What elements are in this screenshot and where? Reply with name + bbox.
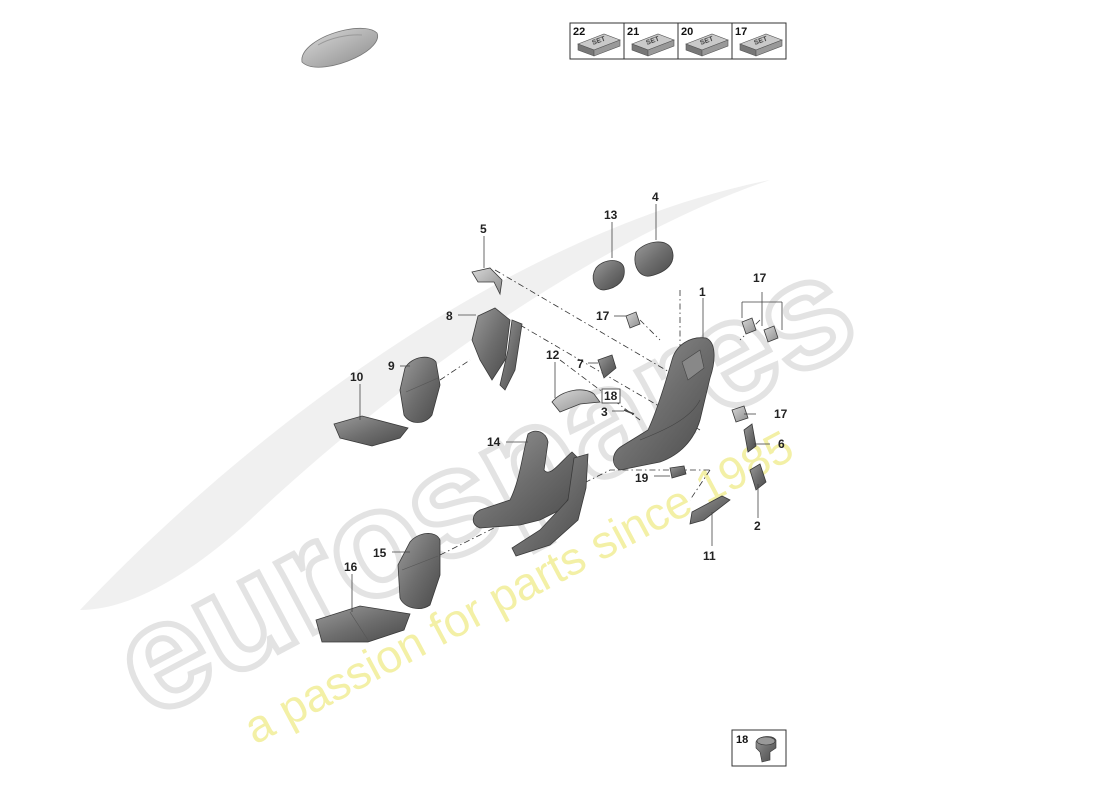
set-label: SET <box>753 35 769 46</box>
detail-number: 18 <box>736 734 748 746</box>
callout-2[interactable]: 2 <box>754 519 761 533</box>
callout-17-left[interactable]: 17 <box>596 309 610 323</box>
set-label: SET <box>591 35 607 46</box>
headrest-cover-4[interactable] <box>634 241 674 277</box>
kit-item-21[interactable]: 21 SET <box>627 26 675 57</box>
part-19[interactable] <box>669 465 687 479</box>
backrest-cushion-9[interactable] <box>399 356 441 423</box>
callout-4[interactable]: 4 <box>652 190 659 204</box>
clip-17-left[interactable] <box>625 311 641 329</box>
seat-cushion-10[interactable] <box>333 415 409 447</box>
clip-17-lower[interactable] <box>731 405 749 423</box>
set-box-icon: SET <box>739 33 783 57</box>
callout-11[interactable]: 11 <box>703 549 716 563</box>
kit-number: 20 <box>681 26 693 38</box>
callout-5[interactable]: 5 <box>480 222 487 236</box>
callout-8[interactable]: 8 <box>446 309 453 323</box>
part-11[interactable] <box>689 495 731 525</box>
callout-13[interactable]: 13 <box>604 208 618 222</box>
seat-frame-14[interactable] <box>472 430 589 557</box>
callout-17-lower[interactable]: 17 <box>774 407 788 421</box>
set-box-icon: SET <box>685 33 729 57</box>
callout-12[interactable]: 12 <box>546 348 560 362</box>
part-6[interactable] <box>743 423 757 453</box>
callout-16[interactable]: 16 <box>344 560 358 574</box>
callout-1[interactable]: 1 <box>699 285 706 299</box>
callout-18-box[interactable]: 18 <box>601 388 621 404</box>
callout-14[interactable]: 14 <box>487 435 501 449</box>
leader-lines <box>351 204 783 612</box>
callout-15[interactable]: 15 <box>373 546 387 560</box>
callouts: 1 2 3 4 5 6 7 8 9 10 11 12 13 14 15 16 1… <box>344 190 788 574</box>
callout-3[interactable]: 3 <box>601 405 608 419</box>
callout-17-top[interactable]: 17 <box>753 271 767 285</box>
kit-item-17[interactable]: 17 SET <box>735 26 783 57</box>
set-label: SET <box>645 35 661 46</box>
callout-10[interactable]: 10 <box>350 370 364 384</box>
set-box-icon: SET <box>577 33 621 57</box>
clip-3[interactable] <box>623 409 635 415</box>
trim-12[interactable] <box>551 389 601 413</box>
set-label: SET <box>699 35 715 46</box>
kit-item-22[interactable]: 22 SET <box>573 26 621 57</box>
kit-number: 21 <box>627 26 639 38</box>
callout-7[interactable]: 7 <box>577 357 584 371</box>
part-2[interactable] <box>749 463 767 491</box>
callout-6[interactable]: 6 <box>778 437 785 451</box>
callout-9[interactable]: 9 <box>388 359 395 373</box>
set-box-icon: SET <box>631 33 675 57</box>
car-thumbnail-icon <box>301 27 379 68</box>
clip-17-right[interactable] <box>741 317 779 343</box>
kit-item-20[interactable]: 20 SET <box>681 26 729 57</box>
kit-number: 17 <box>735 26 747 38</box>
seat-shell[interactable] <box>613 337 715 471</box>
part-7[interactable] <box>597 354 617 379</box>
seat-cushion-16[interactable] <box>315 605 411 643</box>
headrest-cover-13[interactable] <box>592 260 625 291</box>
kit-header: 22 SET 21 SET 20 SET <box>569 22 787 60</box>
side-bolster-8[interactable] <box>471 307 523 391</box>
parts <box>315 241 779 643</box>
trim-5[interactable] <box>471 267 503 296</box>
detail-box-18[interactable]: 18 <box>731 729 787 767</box>
kit-number: 22 <box>573 26 585 38</box>
callout-19[interactable]: 19 <box>635 471 649 485</box>
fastener-icon <box>755 736 777 763</box>
callout-18: 18 <box>604 389 618 403</box>
